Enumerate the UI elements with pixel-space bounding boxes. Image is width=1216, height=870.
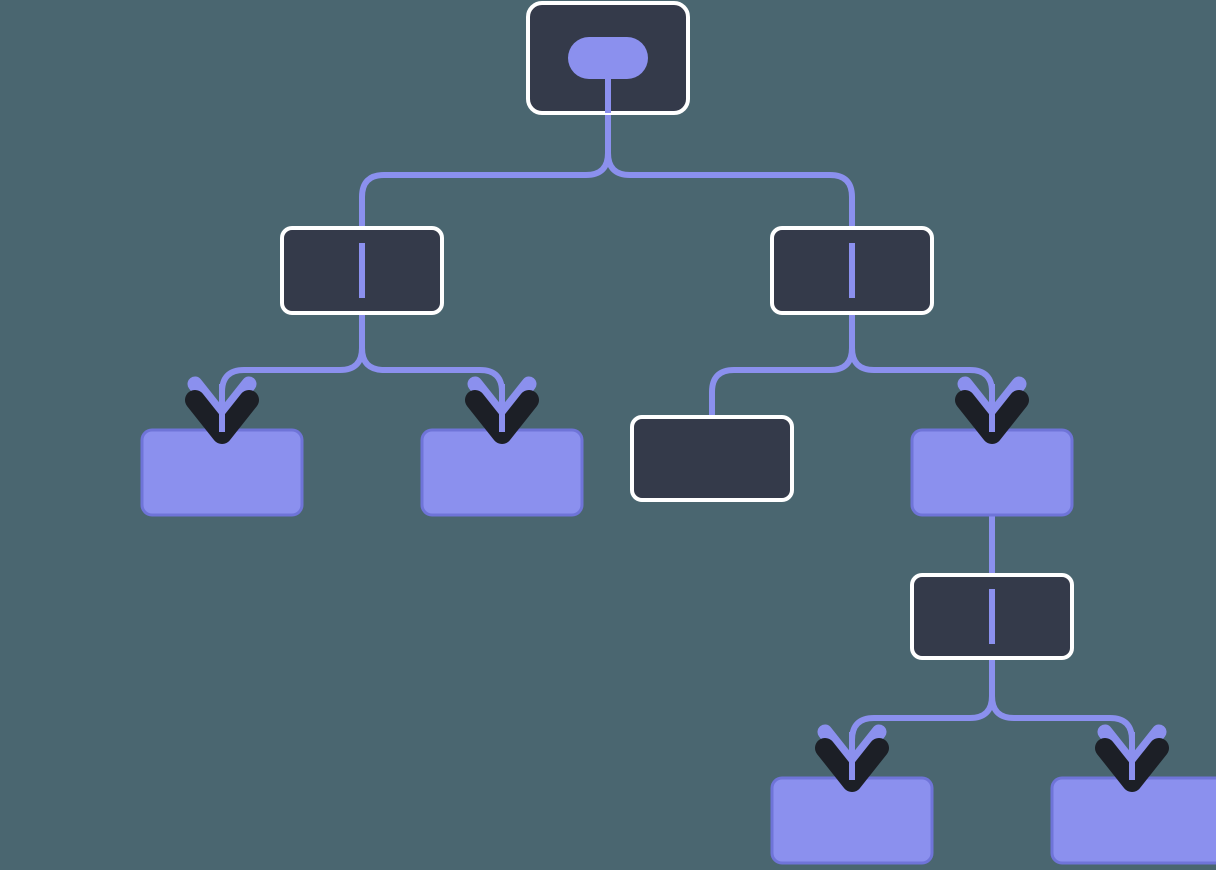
level2-left-node[interactable]: [280, 226, 444, 315]
arrowhead-icon: [815, 724, 889, 792]
level2-right-node[interactable]: [770, 226, 934, 315]
node-layer: [140, 1, 1216, 865]
node-dark-shape: [630, 415, 794, 502]
edge-layer: [219, 113, 1135, 778]
arrow-layer: [185, 376, 1169, 792]
edge-level2left-to-leaf-b: [359, 313, 505, 430]
arrowhead-icon: [1095, 724, 1169, 792]
edge-level2right-to-dark: [709, 313, 855, 417]
edge-level4-to-leaf-right: [989, 658, 1135, 778]
arrowhead-icon: [955, 376, 1029, 444]
root-node[interactable]: [526, 1, 690, 115]
arrowhead-icon: [185, 376, 259, 444]
edge-root-to-level2-right: [605, 113, 855, 228]
level4-dark-node[interactable]: [910, 573, 1074, 660]
edge-root-to-level2-left: [359, 113, 611, 228]
edge-level2right-to-leaf-d: [849, 313, 995, 430]
level3-dark-node[interactable]: [630, 415, 794, 502]
arrowhead-icon: [465, 376, 539, 444]
